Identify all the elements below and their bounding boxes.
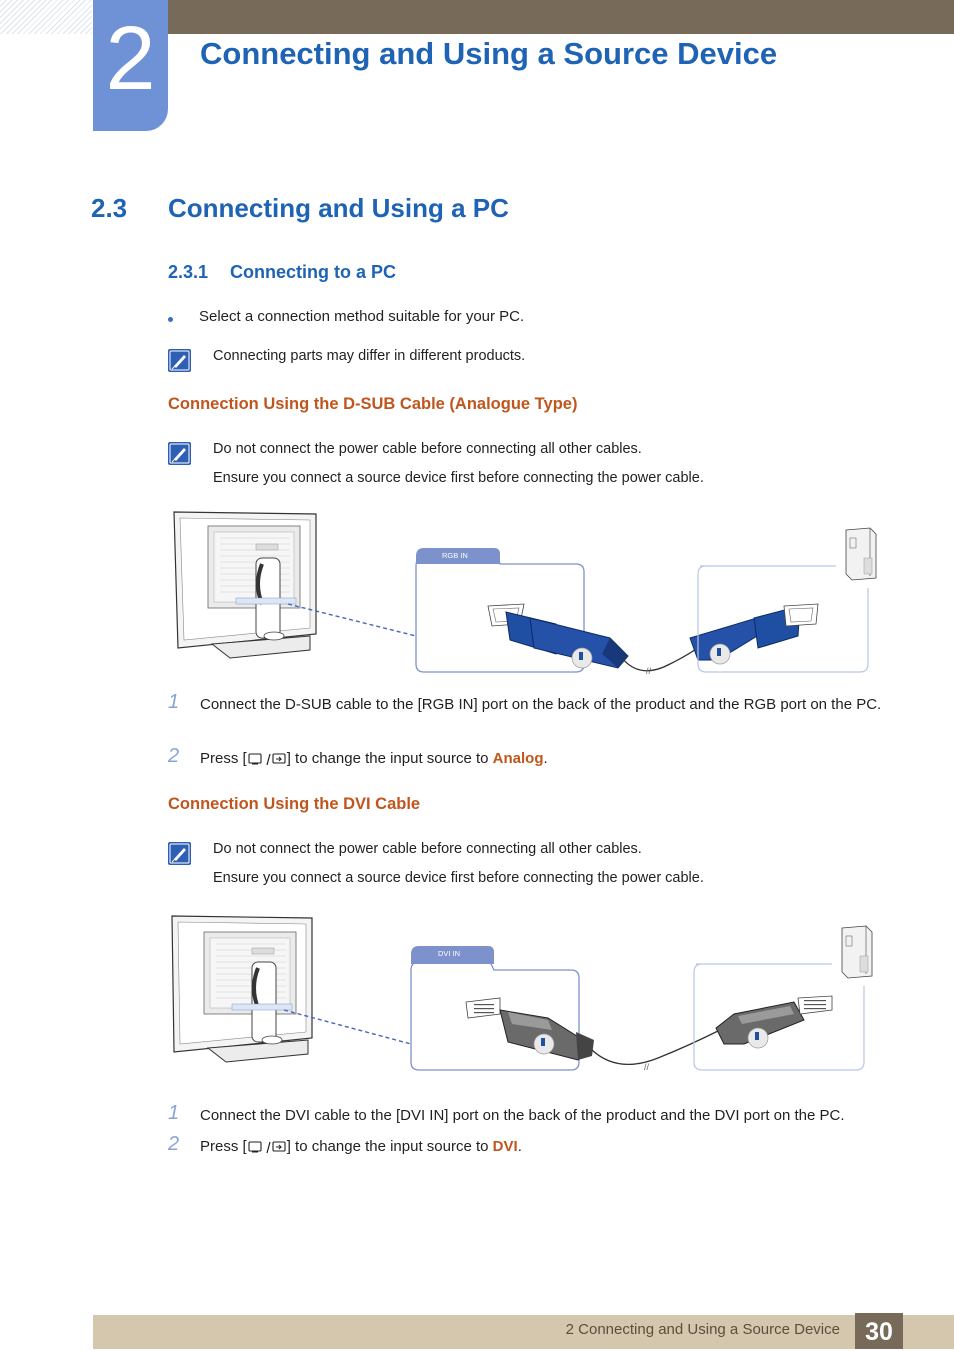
pc-tower-icon (845, 527, 877, 581)
dvi-step2-pre: Press [ (200, 1138, 247, 1155)
footer-chapter-title: 2 Connecting and Using a Source Device (565, 1321, 840, 1338)
dvi-step2-value: DVI (492, 1138, 518, 1155)
dvi-heading: Connection Using the DVI Cable (168, 795, 421, 813)
dsub-step2-number: 2 (168, 745, 180, 767)
note-pencil-icon (168, 442, 191, 465)
dvi-in-port-label: DVI IN (438, 949, 461, 958)
vga-connector-left (505, 611, 629, 669)
section-number: 2.3 (91, 193, 128, 223)
dsub-note-line2: Ensure you connect a source device first… (213, 470, 704, 486)
footer-bar (93, 1315, 954, 1349)
bullet-text: Select a connection method suitable for … (199, 308, 525, 325)
dvi-connection-illustration: // (171, 915, 873, 1072)
note-pencil-icon (168, 842, 191, 865)
page-number: 30 (855, 1313, 903, 1349)
svg-text://: // (646, 666, 652, 676)
dsub-heading: Connection Using the D-SUB Cable (Analog… (168, 395, 578, 413)
bullet-dot (168, 317, 173, 322)
dsub-step2-post: . (543, 750, 548, 767)
header-hatch-decoration (0, 0, 92, 34)
section-title-text: Connecting and Using a PC (168, 193, 509, 223)
dsub-step1-text: Connect the D-SUB cable to the [RGB IN] … (200, 696, 882, 713)
dsub-step2-pre: Press [ (200, 750, 247, 767)
dsub-note-line1: Do not connect the power cable before co… (213, 441, 642, 457)
monitor-back-illustration (173, 511, 317, 659)
vga-connector-right (689, 605, 801, 665)
dvi-step2-number: 2 (168, 1133, 180, 1155)
note-text: Connecting parts may differ in different… (213, 348, 526, 364)
dsub-step2-value: Analog (492, 750, 544, 767)
dvi-note-line2: Ensure you connect a source device first… (213, 870, 704, 886)
dvi-note-line1: Do not connect the power cable before co… (213, 841, 642, 857)
svg-text://: // (644, 1062, 650, 1072)
subsection-title-text: Connecting to a PC (230, 262, 396, 282)
dvi-step2-post: . (517, 1138, 522, 1155)
dvi-step2-mid: ] to change the input source to (286, 1138, 493, 1155)
rgb-in-port-label: RGB IN (442, 551, 468, 560)
dvi-connector-left (499, 1009, 594, 1061)
dvi-step2-text: Press [ ] to change the input source to … (200, 1135, 522, 1159)
chapter-number: 2 (105, 9, 156, 109)
dvi-step1-text: Connect the DVI cable to the [DVI IN] po… (200, 1107, 845, 1124)
section-title: 2.3 Connecting and Using a PC (91, 193, 509, 224)
subsection-number: 2.3.1 (168, 262, 209, 282)
monitor-back-illustration (171, 915, 313, 1063)
chapter-number-badge: 2 (93, 0, 168, 131)
dsub-step2-text: Press [ ] to change the input source to … (200, 747, 548, 771)
dvi-connector-right (715, 1001, 805, 1049)
dsub-step2-mid: ] to change the input source to (286, 750, 493, 767)
note-pencil-icon (168, 349, 191, 372)
chapter-title: Connecting and Using a Source Device (200, 36, 778, 71)
dashed-callout-line (287, 603, 417, 637)
dsub-connection-illustration: // (173, 511, 877, 676)
source-button-icon (248, 1141, 286, 1154)
dsub-step1-number: 1 (168, 691, 180, 713)
dvi-step1-number: 1 (168, 1102, 180, 1124)
dashed-callout-line (283, 1009, 412, 1045)
pc-tower-icon (841, 925, 873, 979)
source-button-icon (248, 753, 286, 766)
subsection-title: 2.3.1 Connecting to a PC (168, 262, 396, 283)
header-bar (168, 0, 954, 34)
